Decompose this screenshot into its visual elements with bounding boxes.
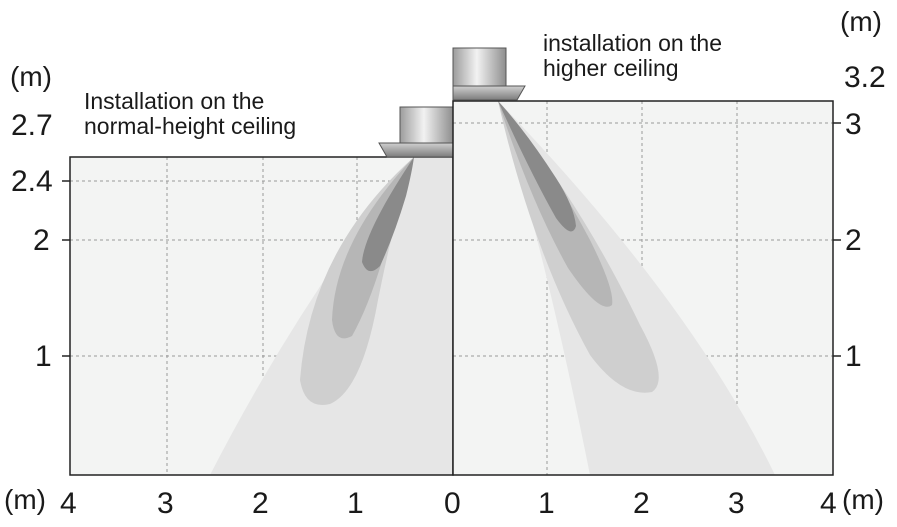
right-panel bbox=[452, 47, 834, 476]
left-sensor-unit bbox=[378, 106, 454, 158]
left-distance-tick-1: 1 bbox=[347, 487, 364, 520]
right-height-tick-2: 2 bbox=[845, 224, 862, 257]
left-distance-tick-3: 3 bbox=[157, 487, 174, 520]
right-ceiling-description: installation on the higher ceiling bbox=[543, 30, 723, 81]
right-zone-core bbox=[498, 101, 576, 232]
right-sensor-unit bbox=[452, 47, 526, 101]
left-panel bbox=[69, 106, 454, 476]
right-height-unit-label: (m) bbox=[840, 6, 882, 37]
left-height-unit-label: (m) bbox=[10, 61, 52, 92]
left-height-tick-1: 1 bbox=[35, 340, 52, 373]
left-distance-unit-label: (m) bbox=[4, 484, 46, 515]
left-zone-core bbox=[362, 157, 414, 272]
right-height-tick-3: 3 bbox=[845, 108, 862, 141]
distance-tick-0: 0 bbox=[444, 487, 461, 520]
left-height-tick-2-4: 2.4 bbox=[11, 165, 53, 198]
left-distance-tick-4: 4 bbox=[60, 487, 77, 520]
right-distance-unit-label: (m) bbox=[842, 484, 884, 515]
right-distance-tick-4: 4 bbox=[820, 487, 837, 520]
right-detection-zones bbox=[498, 101, 775, 475]
right-distance-tick-2: 2 bbox=[633, 487, 650, 520]
right-zone-outer bbox=[498, 101, 775, 475]
right-height-tick-1: 1 bbox=[845, 340, 862, 373]
right-distance-tick-3: 3 bbox=[728, 487, 745, 520]
left-height-tick-2-7: 2.7 bbox=[11, 109, 53, 142]
left-ceiling-description: Installation on the normal-height ceilin… bbox=[84, 88, 297, 139]
right-distance-tick-1: 1 bbox=[538, 487, 555, 520]
right-room-outline bbox=[452, 100, 834, 476]
left-height-tick-2: 2 bbox=[33, 224, 50, 257]
left-detection-zones bbox=[210, 157, 453, 475]
right-height-tick-3-2: 3.2 bbox=[844, 61, 886, 94]
left-distance-tick-2: 2 bbox=[252, 487, 269, 520]
axis-tick-marks bbox=[62, 122, 841, 357]
